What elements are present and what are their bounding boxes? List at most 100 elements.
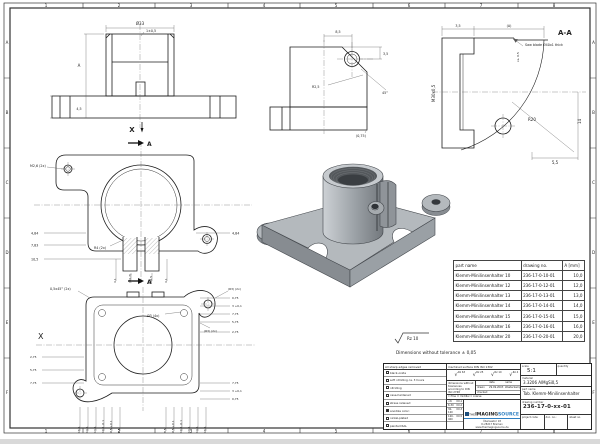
surface-mark-row: √Rz 63 √Rz 25 √Rz 10 √Rz 4 — [447, 370, 520, 382]
svg-text:9,5 +0,1: 9,5 +0,1 — [109, 420, 113, 433]
dim-chamfer: 1±0,5 — [146, 29, 156, 33]
col-part-name: part name — [453, 259, 522, 272]
plan-dims — [44, 166, 230, 281]
saw-blade-note: Saw blade Ø40x1 thick — [525, 42, 563, 47]
svg-text:16,5: 16,5 — [77, 426, 81, 433]
title-block-process-checklist: All sharp edges removed black-oxide soft… — [384, 364, 447, 429]
dim-0-75: (0,75) — [356, 134, 366, 138]
svg-text:1: 1 — [45, 429, 48, 434]
dim-r4: R4 (2x) — [94, 246, 106, 250]
parts-table-header: part name drawing no. A [mm] — [453, 259, 586, 272]
svg-text:7,75: 7,75 — [232, 312, 239, 316]
svg-text:3 +0,1: 3 +0,1 — [232, 304, 242, 308]
sheet-edge-shadow — [0, 439, 600, 444]
checkbox-icon — [385, 386, 389, 390]
checkbox-icon — [385, 416, 389, 420]
dim-r2-5: R2,5 — [312, 85, 320, 89]
svg-text:16,5: 16,5 — [203, 426, 207, 433]
part-name-value: Tab. Klemm-Minilinsenhalter — [523, 390, 580, 396]
side-dims — [323, 34, 387, 134]
svg-text:13,5: 13,5 — [93, 426, 97, 433]
view-bottom: 0,5x45° (2x) X Ø3 (4x) (R3) (2x) (R3) (2… — [30, 287, 256, 433]
bottom-right-dim-labels: 0,75 3 +0,1 7,75 5,75 2,75 7,75 3 +0,1 0… — [232, 296, 242, 401]
svg-text:0,75: 0,75 — [232, 397, 239, 401]
svg-text:5: 5 — [335, 429, 338, 434]
dim-7-83: 7,83 — [31, 243, 38, 247]
title-block: All sharp edges removed black-oxide soft… — [383, 363, 592, 430]
view-3d-render — [256, 163, 451, 288]
dim-14: 14 — [577, 118, 582, 124]
checklist-item: soft nitriding ca. 3 hours — [384, 377, 446, 385]
surface-finish-value: Rz 10 — [407, 336, 419, 341]
view-marker-x: X — [129, 126, 135, 134]
checklist-item: stress relieved — [384, 400, 446, 408]
svg-text:A: A — [592, 40, 595, 45]
col-a-mm: A [mm] — [561, 259, 586, 272]
plan-centerlines — [34, 141, 252, 283]
svg-text:E: E — [6, 320, 9, 325]
svg-text:E: E — [592, 320, 595, 325]
surface-mark-icon: √Rz 25 — [472, 370, 484, 378]
marker-arrow-icon — [140, 122, 144, 133]
section-wall — [441, 37, 475, 149]
svg-text:7: 7 — [480, 3, 483, 8]
svg-text:B: B — [592, 110, 595, 115]
svg-text:5,75: 5,75 — [232, 320, 239, 324]
svg-text:4: 4 — [263, 3, 266, 8]
plan-section-marker-bottom: A — [128, 278, 152, 286]
dim-s2: (Ø2,7) — [127, 274, 132, 283]
title-block-footer: project code: doc. no.: sheet no. — [521, 415, 591, 429]
svg-text:14,5: 14,5 — [195, 426, 199, 433]
quantity-cell: quantity — [557, 364, 569, 368]
svg-text:1: 1 — [45, 3, 48, 8]
material-value: 3.3206 AlMgSi0,5 — [523, 379, 559, 385]
svg-text:2: 2 — [118, 429, 121, 434]
note-holes: Ø3 (4x) — [147, 313, 159, 318]
svg-text:D: D — [592, 250, 595, 255]
dim-4-84-l: 4,84 — [31, 231, 38, 235]
svg-text:7: 7 — [480, 429, 483, 434]
surface-mark-icon: √Rz 63 — [454, 370, 466, 378]
section-centerlines — [432, 91, 586, 138]
checklist-item: case-hardened — [384, 392, 446, 400]
bottom-corner-holes — [98, 309, 188, 381]
svg-text:2,75: 2,75 — [30, 355, 37, 359]
bottom-left-dim-labels: 2,75 5,75 7,75 — [30, 355, 37, 385]
checkbox-icon — [385, 371, 389, 375]
svg-text:6: 6 — [408, 3, 411, 8]
svg-text:5,75: 5,75 — [30, 368, 37, 372]
svg-text:C: C — [592, 180, 595, 185]
edges-note: All sharp edges removed — [384, 364, 446, 370]
dim-a: (A) — [507, 24, 512, 28]
svg-text:7,75: 7,75 — [232, 381, 239, 385]
parts-table: part name drawing no. A [mm] Klemm-Minil… — [453, 259, 586, 342]
dim-s3: M2,5 — [149, 276, 153, 283]
svg-text:7,75: 7,75 — [30, 381, 37, 385]
view-section: A-A 3,5 (A) Saw blade Ø40x1 thick ca. 0,… — [431, 24, 586, 165]
dim-3-5: 3,5 — [455, 24, 460, 28]
checklist-item: painted RAL — [384, 422, 446, 429]
plan-section-marker-top: A — [128, 140, 152, 148]
dim-thread-m26: M2,6 (2x) — [30, 164, 46, 168]
checkbox-icon — [385, 401, 389, 405]
note-r3-1: (R3) (2x) — [228, 287, 241, 291]
company-logo: THEIMAGINGSOURCE — [464, 412, 520, 419]
dim-diameter: Ø33 — [136, 21, 145, 26]
bottom-centerlines — [36, 287, 256, 411]
bottom-dims — [42, 290, 230, 431]
company-block: THEIMAGINGSOURCE Überseetor 18 D-28217 B… — [464, 400, 520, 429]
plan-outline — [55, 154, 218, 254]
frame-ticks — [4, 3, 596, 433]
dim-3-5: 3,5 — [383, 52, 388, 56]
svg-text:8,5: 8,5 — [117, 428, 121, 433]
